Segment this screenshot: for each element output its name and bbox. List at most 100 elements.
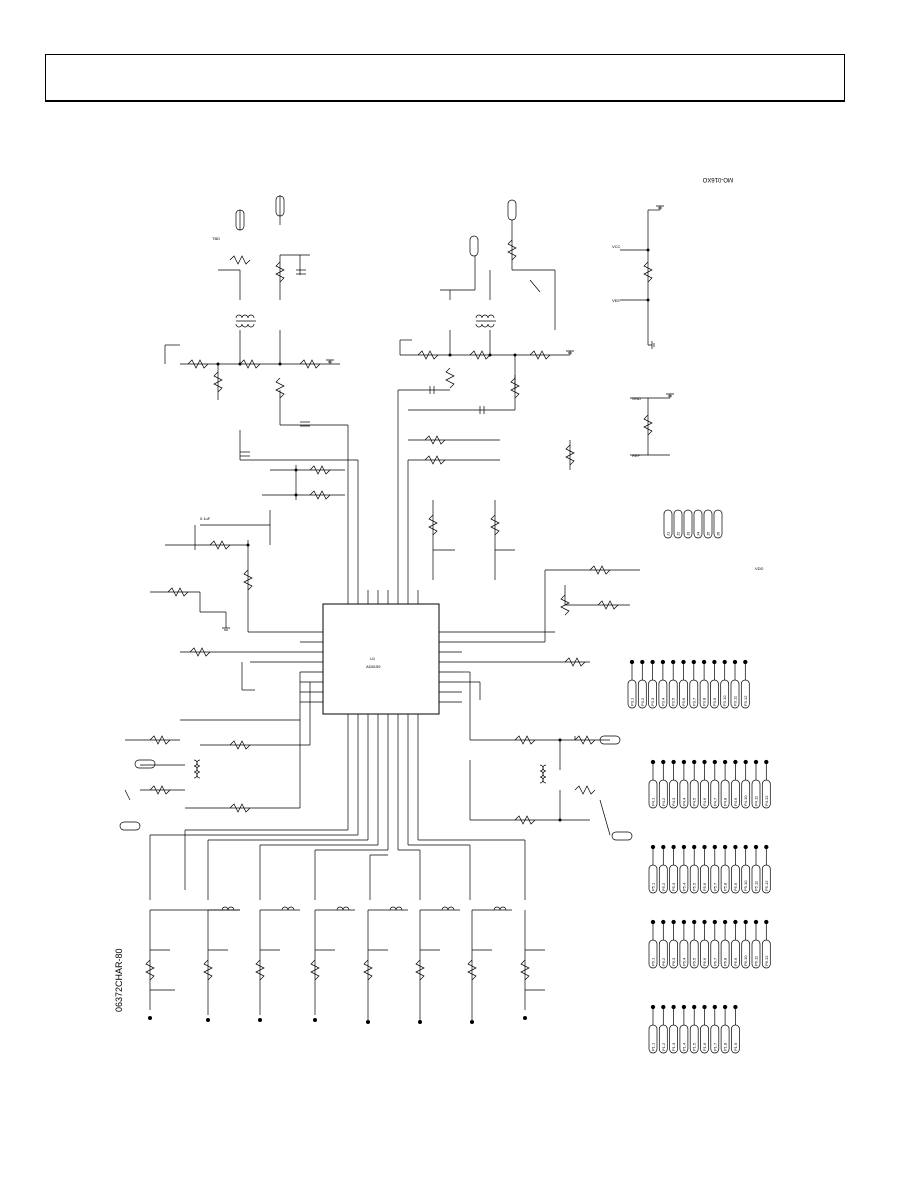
connector-j <box>683 509 693 539</box>
connector-label: P6.11 <box>754 955 759 966</box>
connector-dot <box>650 759 656 765</box>
connector-dot <box>702 844 707 850</box>
middle-test-points <box>428 500 515 580</box>
resistors-left <box>167 540 253 657</box>
junction-dots <box>216 248 650 822</box>
connector-label: P6.5 <box>692 957 697 966</box>
connector-dot <box>712 1004 717 1010</box>
net-label-vee: VEE <box>612 298 620 303</box>
connector-label: P4.5 <box>692 797 697 806</box>
resistors-lower-left <box>149 735 251 813</box>
connector-oval <box>235 209 245 231</box>
connector-dot <box>733 759 738 765</box>
connector-label: J2 <box>676 531 681 536</box>
connector-label: P3.3 <box>650 697 655 706</box>
connector-dot <box>743 844 748 850</box>
top-right-network <box>397 220 570 590</box>
connector-oval <box>119 821 141 831</box>
connector-label: J4 <box>696 531 701 536</box>
ic-top-pins <box>347 590 419 604</box>
connector-label: P5.9 <box>733 882 738 891</box>
connector-dot <box>671 844 676 850</box>
connector-dot <box>753 919 759 925</box>
connector-label: P5.7 <box>712 882 717 891</box>
transformer-t2 <box>475 314 496 328</box>
corner-code-label: MO-016XO <box>702 176 733 182</box>
transformer-t1 <box>235 314 256 328</box>
resistors-top-right <box>417 239 551 465</box>
connector-label: J1 <box>666 531 671 536</box>
connector-dot <box>733 919 738 925</box>
connector-dot <box>733 1004 738 1010</box>
connector-dot <box>661 1004 666 1010</box>
connector-label: P3.6 <box>681 697 686 706</box>
ic-part-label: AD8159 <box>366 664 381 669</box>
connector-dot <box>702 1004 707 1010</box>
connector-label: P4.1 <box>651 797 656 806</box>
connector-label: P1.3 <box>671 1042 676 1051</box>
connector-j <box>663 509 673 539</box>
connector-dot <box>650 844 656 850</box>
connector-dot <box>702 919 707 925</box>
capacitors-top-right <box>429 386 485 414</box>
resistors-lower-right <box>514 565 619 825</box>
lower-right-network <box>462 569 640 836</box>
connector-dot <box>681 659 686 665</box>
connector-label: P4.6 <box>702 797 707 806</box>
connector-label: P6.7 <box>712 957 717 966</box>
connector-dot <box>671 1004 676 1010</box>
connector-label: P3.4 <box>660 697 665 706</box>
connector-dot <box>733 844 738 850</box>
connector-dot <box>753 759 759 765</box>
connector-label: P3.7 <box>691 697 696 706</box>
net-label-gnd: GND <box>632 396 641 401</box>
connector-label: P4.10 <box>743 795 748 806</box>
connector-dot <box>692 919 697 925</box>
connector-oval <box>275 195 285 217</box>
connector-dot <box>732 659 738 665</box>
connector-label: P5.3 <box>671 882 676 891</box>
connector-dot <box>743 919 748 925</box>
connector-label: P4.7 <box>712 797 717 806</box>
connector-label: P1.5 <box>692 1042 697 1051</box>
connector-oval <box>469 235 479 257</box>
connector-dot <box>691 659 696 665</box>
connector-dot <box>692 844 697 850</box>
connector-dot <box>722 1004 728 1010</box>
connector-j <box>713 509 723 539</box>
connector-dot <box>640 659 645 665</box>
connector-j <box>673 509 683 539</box>
bottom-pin-dots <box>148 1016 527 1024</box>
connector-dot <box>722 759 728 765</box>
header-box <box>45 54 845 102</box>
connector-dot <box>661 844 666 850</box>
connector-label: P5.1 <box>651 882 656 891</box>
connector-label: P3.5 <box>671 697 676 706</box>
connector-label: P6.4 <box>681 957 686 966</box>
ic-left-pins <box>300 631 323 703</box>
lower-left-network <box>124 672 311 809</box>
resistors-top-left <box>187 255 331 500</box>
ic-right-pins <box>439 631 462 703</box>
connector-dot <box>722 919 728 925</box>
connector-dot <box>671 919 676 925</box>
connector-label: P6.2 <box>661 957 666 966</box>
connector-oval <box>134 759 156 769</box>
connector-label: P3.10 <box>722 695 727 706</box>
connector-oval <box>599 735 621 745</box>
connector-label: P5.4 <box>681 882 686 891</box>
connector-dot <box>660 659 666 665</box>
connector-dot <box>681 919 687 925</box>
connector-label: P1.2 <box>661 1042 666 1051</box>
net-label-vcc: VCC <box>612 244 621 249</box>
bottom-bus-lines <box>149 730 526 900</box>
connector-label: P6.1 <box>651 957 656 966</box>
connector-label: P4.9 <box>733 797 738 806</box>
connector-label: P5.12 <box>764 880 769 891</box>
connector-dot <box>671 659 676 665</box>
connector-dot <box>764 844 769 850</box>
